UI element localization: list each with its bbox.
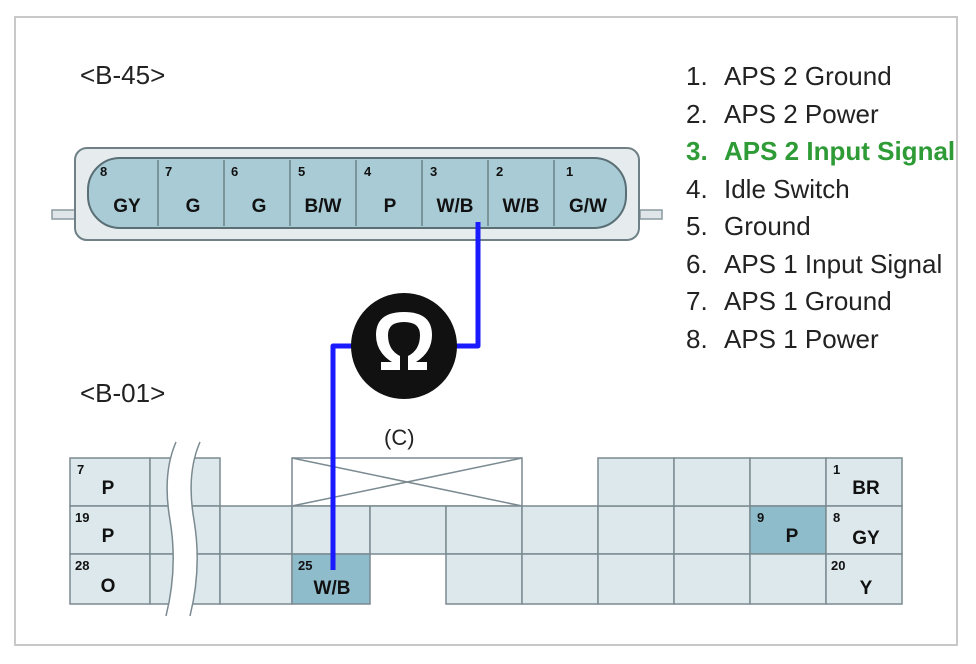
b45-pin-6-number: 6 <box>231 164 238 179</box>
connector-b45 <box>51 147 663 241</box>
b01-pin-25-number: 25 <box>298 558 312 573</box>
b01-pin-28-number: 28 <box>75 558 89 573</box>
b45-pin-2-number: 2 <box>496 164 503 179</box>
b45-pin-6-code: G <box>252 196 267 217</box>
b45-pin-5-number: 5 <box>298 164 305 179</box>
b45-pin-5-code: B/W <box>305 196 342 217</box>
b45-pin-4-code: P <box>384 196 397 217</box>
b01-pin-9-number: 9 <box>757 510 764 525</box>
legend-item-6: 6.APS 1 Input Signal <box>686 248 943 279</box>
b01-pin-1-number: 1 <box>833 462 840 477</box>
measurement-label: (C) <box>384 425 415 450</box>
b01-pin-7-code: P <box>102 478 115 499</box>
b01-pin-20-code: Y <box>860 578 873 599</box>
connector-b01-label: <B-01> <box>80 378 166 408</box>
b45-pin-7-number: 7 <box>165 164 172 179</box>
b45-pin-3-number: 3 <box>430 164 437 179</box>
b45-pin-3-code: W/B <box>437 196 474 217</box>
b45-pin-4-number: 4 <box>364 164 372 179</box>
b01-pin-9-code: P <box>786 526 799 547</box>
b01-pin-20-number: 20 <box>831 558 845 573</box>
b45-pin-1-number: 1 <box>566 164 573 179</box>
b45-pin-2-code: W/B <box>503 196 540 217</box>
b45-pin-8-number: 8 <box>100 164 107 179</box>
legend-item-7: 7.APS 1 Ground <box>686 286 892 316</box>
legend-item-3: 3.APS 2 Input Signal <box>686 136 956 166</box>
b01-pin-1-code: BR <box>852 478 880 499</box>
legend-item-4: 4.Idle Switch <box>686 173 850 204</box>
b45-pin-1-code: G/W <box>569 196 607 217</box>
legend-item-8: 8.APS 1 Power <box>686 323 879 354</box>
connector-b01 <box>69 457 903 605</box>
b45-pin-8-code: GY <box>113 196 141 217</box>
b01-pin-19-number: 19 <box>75 510 89 525</box>
connector-b45-label: <B-45> <box>80 60 166 90</box>
b01-pin-28-code: O <box>101 576 116 597</box>
legend-item-2: 2.APS 2 Power <box>686 98 879 129</box>
b01-pin-8-code: GY <box>852 528 880 549</box>
b01-pin-19-code: P <box>102 526 115 547</box>
pin-legend: 1.APS 2 Ground 2.APS 2 Power 3.APS 2 Inp… <box>686 58 956 358</box>
break-symbol <box>165 441 201 617</box>
b01-pin-8-number: 8 <box>833 510 840 525</box>
legend-item-5: 5.Ground <box>686 211 811 241</box>
legend-item-1: 1.APS 2 Ground <box>686 61 892 91</box>
b01-pin-25-code: W/B <box>314 578 351 599</box>
ohm-meter-icon <box>351 293 457 399</box>
b01-pin-7-number: 7 <box>77 462 84 477</box>
probe-wire <box>330 222 481 570</box>
b45-pin-7-code: G <box>186 196 201 217</box>
